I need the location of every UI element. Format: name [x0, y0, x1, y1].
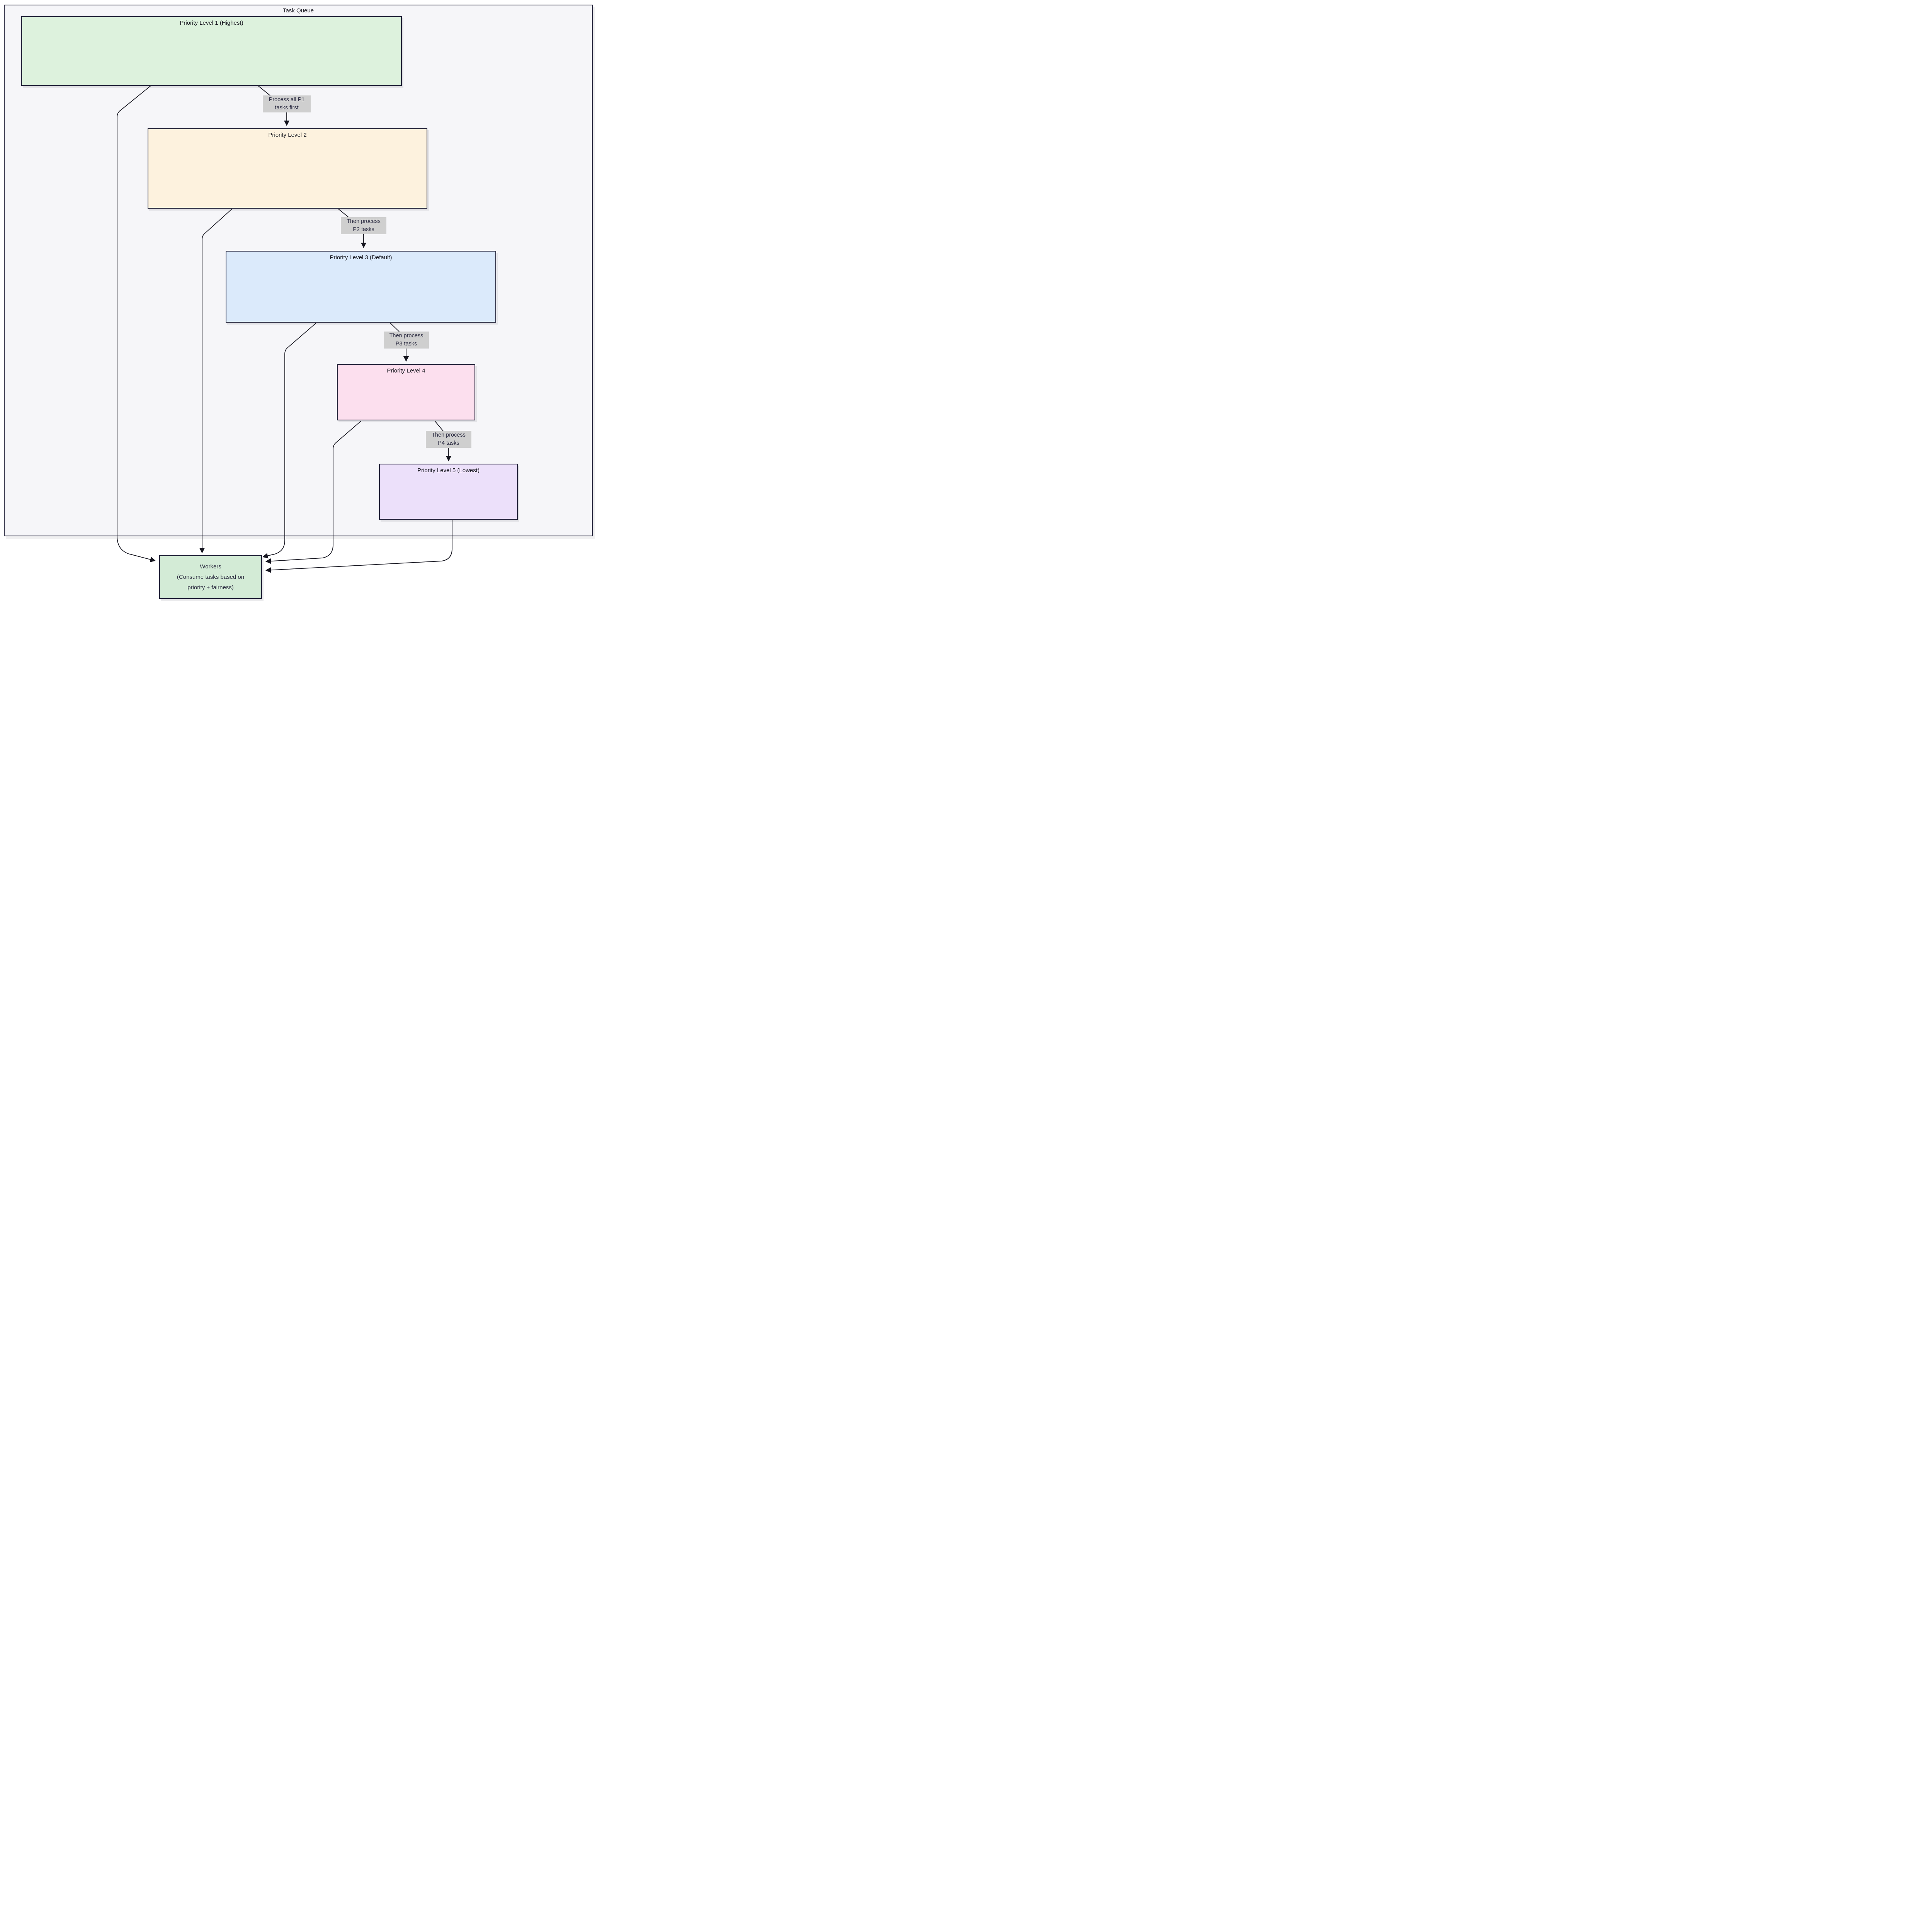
priority-level-5-box: Priority Level 5 (Lowest): [379, 464, 518, 520]
workers-line: (Consume tasks based on: [177, 574, 245, 580]
task-queue-title: Task Queue: [282, 7, 314, 14]
priority-level-3-box: Priority Level 3 (Default): [226, 251, 496, 323]
edge-label-p2-p3: Then process P2 tasks: [341, 217, 386, 234]
diagram-canvas: Task Queue Priority Level 1 (Highest) Fa…: [0, 0, 596, 601]
workers-box: Workers (Consume tasks based on priority…: [159, 555, 262, 599]
priority-level-2-title: Priority Level 2: [268, 132, 307, 138]
edge-label-p3-p4: Then process P3 tasks: [384, 332, 429, 349]
edge-label-line: P4 tasks: [438, 440, 459, 446]
edge-label-p1-p2: Process all P1 tasks first: [263, 95, 311, 112]
priority-level-4-box: Priority Level 4: [337, 364, 475, 420]
priority-level-3-title: Priority Level 3 (Default): [330, 254, 392, 261]
edge-label-p4-p5: Then process P4 tasks: [426, 431, 471, 448]
edge-label-line: Then process: [389, 333, 423, 339]
edge-label-line: Then process: [432, 432, 466, 438]
workers-line: Workers: [200, 563, 221, 570]
priority-level-2-box: Priority Level 2: [148, 128, 427, 209]
priority-level-5-title: Priority Level 5 (Lowest): [417, 467, 480, 474]
priority-level-4-title: Priority Level 4: [387, 367, 425, 374]
edge-label-line: P2 tasks: [353, 226, 374, 233]
priority-level-1-box: Priority Level 1 (Highest): [21, 16, 402, 86]
edge-label-line: P3 tasks: [395, 341, 417, 347]
edge-label-line: tasks first: [275, 105, 299, 111]
priority-level-1-title: Priority Level 1 (Highest): [180, 20, 243, 26]
edge-label-line: Then process: [347, 218, 381, 224]
edge-label-line: Process all P1: [269, 97, 305, 103]
workers-line: priority + fairness): [187, 584, 234, 591]
